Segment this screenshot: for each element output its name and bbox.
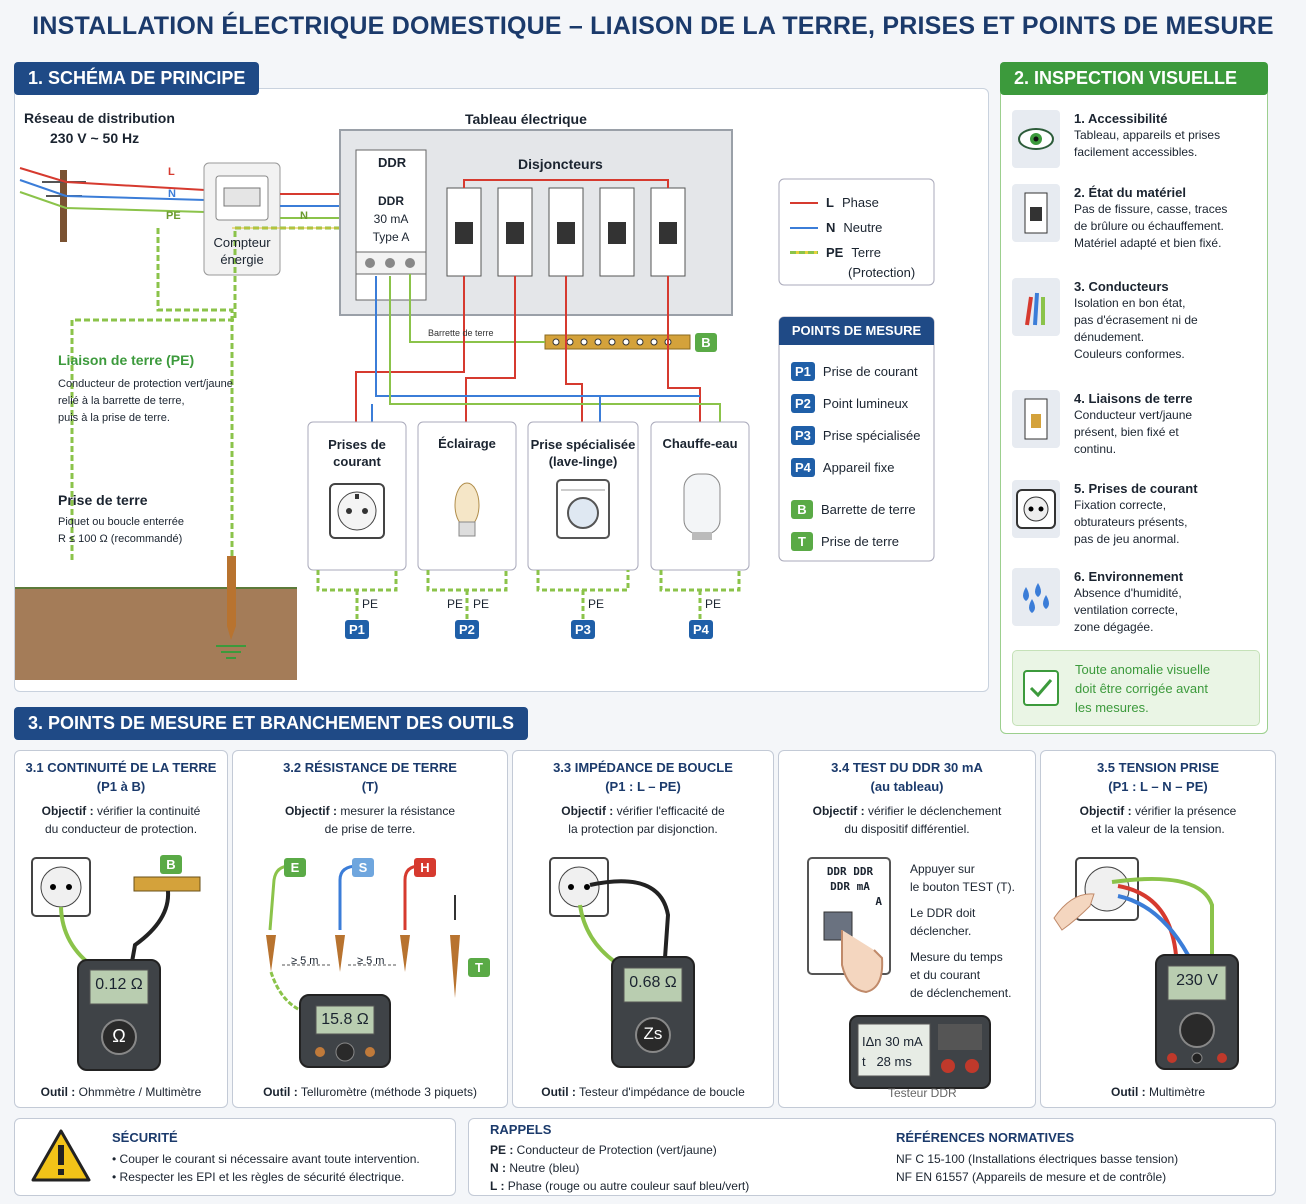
tool-earth: Outil : Telluromètre (méthode 3 piquets) — [263, 1085, 477, 1099]
security-title: SÉCURITÉ — [112, 1130, 178, 1145]
earth-link-title: Liaison de terre (PE) — [58, 352, 195, 368]
section-1-tab: 1. SCHÉMA DE PRINCIPE — [14, 62, 260, 95]
page-title: INSTALLATION ÉLECTRIQUE DOMESTIQUE – LIA… — [32, 12, 1274, 40]
wire-label-n: N — [168, 188, 176, 200]
card-title-earth: 3.2 RÉSISTANCE DE TERRE(T) — [283, 760, 457, 794]
distance-label-2: ≥ 5 m — [357, 955, 385, 967]
pe-label-4: PE — [705, 597, 722, 611]
badge-p3: P3 — [571, 620, 595, 639]
eye-icon — [1012, 110, 1060, 168]
wire-label-n2: N — [300, 210, 308, 222]
ddr-top-label: DDR — [378, 155, 407, 170]
stake-badge-h: H — [414, 858, 436, 877]
hand-icon — [1053, 893, 1095, 931]
stake-badge-t: T — [468, 958, 490, 977]
reading-voltage: 230 V — [1176, 972, 1218, 989]
reading-continuity: 0.12 Ω — [95, 976, 143, 993]
section-2-tab: 2. INSPECTION VISUELLE — [1000, 62, 1268, 95]
earth-stakes — [266, 864, 460, 1012]
circuit-title-lighting: Éclairage — [438, 436, 496, 451]
circuit-title-heater: Chauffe-eau — [662, 436, 738, 451]
ohm-dial-icon: Ω — [112, 1026, 126, 1046]
wire-label-pe: PE — [166, 210, 181, 222]
rappels-title: RAPPELS — [490, 1122, 552, 1137]
reminders-box — [468, 1118, 1276, 1196]
badge-b-continuity: B — [160, 855, 182, 874]
card-title-continuity: 3.1 CONTINUITÉ DE LA TERRE(P1 à B) — [25, 760, 217, 794]
reading-earth: 15.8 Ω — [321, 1011, 369, 1028]
pe-label-3: PE — [588, 597, 605, 611]
ddr-tester-label: Testeur DDR — [888, 1086, 957, 1100]
stake-badge-e: E — [284, 858, 306, 877]
socket-icon — [1012, 480, 1060, 538]
tool-loop: Outil : Testeur d'impédance de boucle — [541, 1085, 745, 1099]
warning-icon — [31, 1129, 91, 1182]
soil — [15, 588, 297, 680]
network-title: Réseau de distribution — [24, 110, 175, 126]
breaker-icon — [1012, 184, 1060, 242]
reading-loop: 0.68 Ω — [629, 974, 677, 991]
pe-label-1: PE — [362, 597, 379, 611]
points-title: POINTS DE MESURE — [779, 317, 934, 345]
wire-label-l: L — [168, 166, 175, 178]
board-title: Tableau électrique — [465, 111, 587, 127]
refs-list: NF C 15-100 (Installations électriques b… — [896, 1152, 1179, 1184]
security-box — [14, 1118, 456, 1196]
tool-voltage: Outil : Multimètre — [1110, 1085, 1205, 1099]
ground-title: Prise de terre — [58, 492, 148, 508]
badge-p2: P2 — [455, 620, 479, 639]
earth-bar-icon — [133, 876, 201, 892]
zs-dial-icon: Zs — [643, 1024, 663, 1043]
earth-bar-badge: B — [695, 333, 717, 352]
utility-pole — [60, 170, 67, 242]
stake-badge-s: S — [352, 858, 374, 877]
distance-label-1: ≥ 5 m — [291, 955, 319, 967]
card-title-ddr: 3.4 TEST DU DDR 30 mA(au tableau) — [831, 760, 983, 794]
water-drops-icon — [1012, 568, 1060, 626]
card-title-voltage: 3.5 TENSION PRISE(P1 : L – N – PE) — [1096, 760, 1220, 794]
badge-p1: P1 — [345, 620, 369, 639]
tool-continuity: Outil : Ohmmètre / Multimètre — [40, 1085, 202, 1099]
security-lines: • Couper le courant si nécessaire avant … — [112, 1152, 420, 1184]
circuit-title-washer: Prise spécialisée(lave-linge) — [530, 437, 636, 469]
earth-rod — [227, 556, 236, 626]
earth-terminal-icon — [1012, 390, 1060, 448]
check-icon — [1023, 670, 1059, 706]
pe-label-2: PE PE — [447, 597, 490, 611]
section-3-tab: 3. POINTS DE MESURE ET BRANCHEMENT DES O… — [14, 707, 529, 740]
network-voltage: 230 V ~ 50 Hz — [50, 130, 140, 146]
rappels-list: PE : Conducteur de Protection (vert/jaun… — [490, 1143, 750, 1193]
badge-p4: P4 — [689, 620, 713, 639]
card-title-loop: 3.3 IMPÉDANCE DE BOUCLE(P1 : L – PE) — [553, 760, 733, 794]
earth-bar-label: Barrette de terre — [428, 328, 494, 338]
refs-title: RÉFÉRENCES NORMATIVES — [896, 1130, 1075, 1145]
wires-icon — [1012, 278, 1060, 336]
breakers-title: Disjoncteurs — [518, 156, 603, 172]
